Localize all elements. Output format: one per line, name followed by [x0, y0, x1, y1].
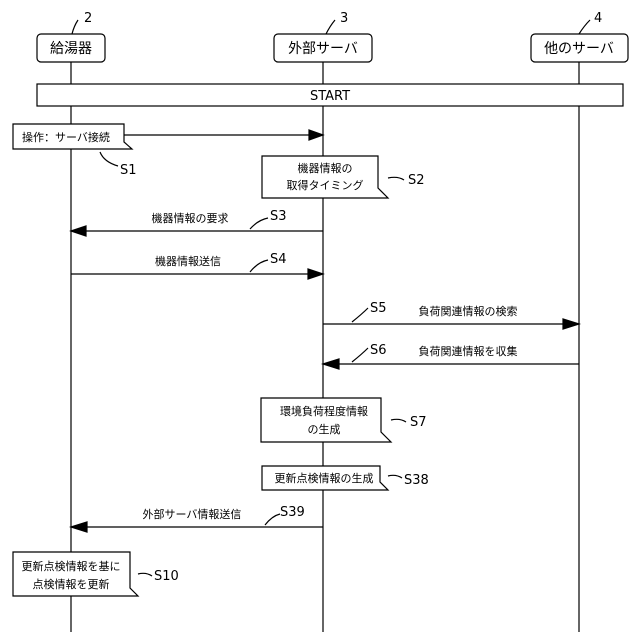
s5-step-tag: S5: [370, 301, 387, 316]
s2-label-line2: 取得タイミング: [287, 178, 364, 192]
s10-label-line1: 更新点検情報を基に: [22, 559, 121, 573]
s6-leader: [352, 348, 368, 362]
s1-leader: [100, 152, 118, 166]
participant-label-external-server: 外部サーバ: [288, 41, 358, 57]
s7-step-tag: S7: [410, 415, 427, 430]
s10-step-tag: S10: [154, 569, 179, 584]
s3-step-tag: S3: [270, 209, 287, 224]
s1-step-tag: S1: [120, 163, 137, 178]
s39-step-tag: S39: [280, 505, 305, 520]
s3-message-label: 機器情報の要求: [152, 211, 229, 225]
participant-label-water-heater: 給湯器: [50, 40, 92, 57]
s2-step-tag: S2: [408, 173, 425, 188]
participant-ref-other-server: 4: [594, 11, 602, 26]
s5-message-label: 負荷関連情報の検索: [419, 304, 518, 318]
s4-leader: [250, 260, 268, 272]
s39-message-label: 外部サーバ情報送信: [143, 507, 242, 521]
s6-arrowhead: [323, 359, 339, 369]
s1-operation-label: 操作：サーバ接続: [22, 130, 110, 144]
participant-ref-leader: [579, 20, 590, 34]
s7-label-line1: 環境負荷程度情報: [280, 404, 368, 418]
participant-ref-water-heater: 2: [84, 11, 92, 26]
s3-arrowhead: [71, 226, 86, 236]
participant-ref-external-server: 3: [340, 11, 348, 26]
s39-leader: [265, 514, 280, 525]
participant-label-other-server: 他のサーバ: [544, 41, 614, 57]
s3-leader: [250, 218, 268, 229]
s5-leader: [352, 308, 368, 322]
s6-message-label: 負荷関連情報を収集: [419, 344, 518, 358]
s4-step-tag: S4: [270, 252, 287, 267]
s2-leader: [388, 177, 404, 180]
s4-message-label: 機器情報送信: [155, 254, 221, 268]
s7-leader: [391, 419, 406, 422]
s6-step-tag: S6: [370, 343, 387, 358]
s38-label: 更新点検情報の生成: [275, 471, 374, 485]
s10-label-line2: 点検情報を更新: [33, 577, 110, 591]
s38-leader: [388, 475, 402, 478]
s38-step-tag: S38: [404, 473, 429, 488]
s2-label-line1: 機器情報の: [298, 161, 353, 175]
start-label: START: [310, 89, 350, 104]
s1-arrowhead: [309, 130, 323, 140]
s39-arrowhead: [71, 522, 87, 532]
s5-arrowhead: [563, 319, 579, 329]
s4-arrowhead: [308, 269, 323, 279]
s10-leader: [138, 573, 152, 576]
participant-ref-leader: [72, 20, 78, 34]
participant-ref-leader: [326, 20, 335, 34]
s7-label-line2: の生成: [308, 422, 341, 436]
